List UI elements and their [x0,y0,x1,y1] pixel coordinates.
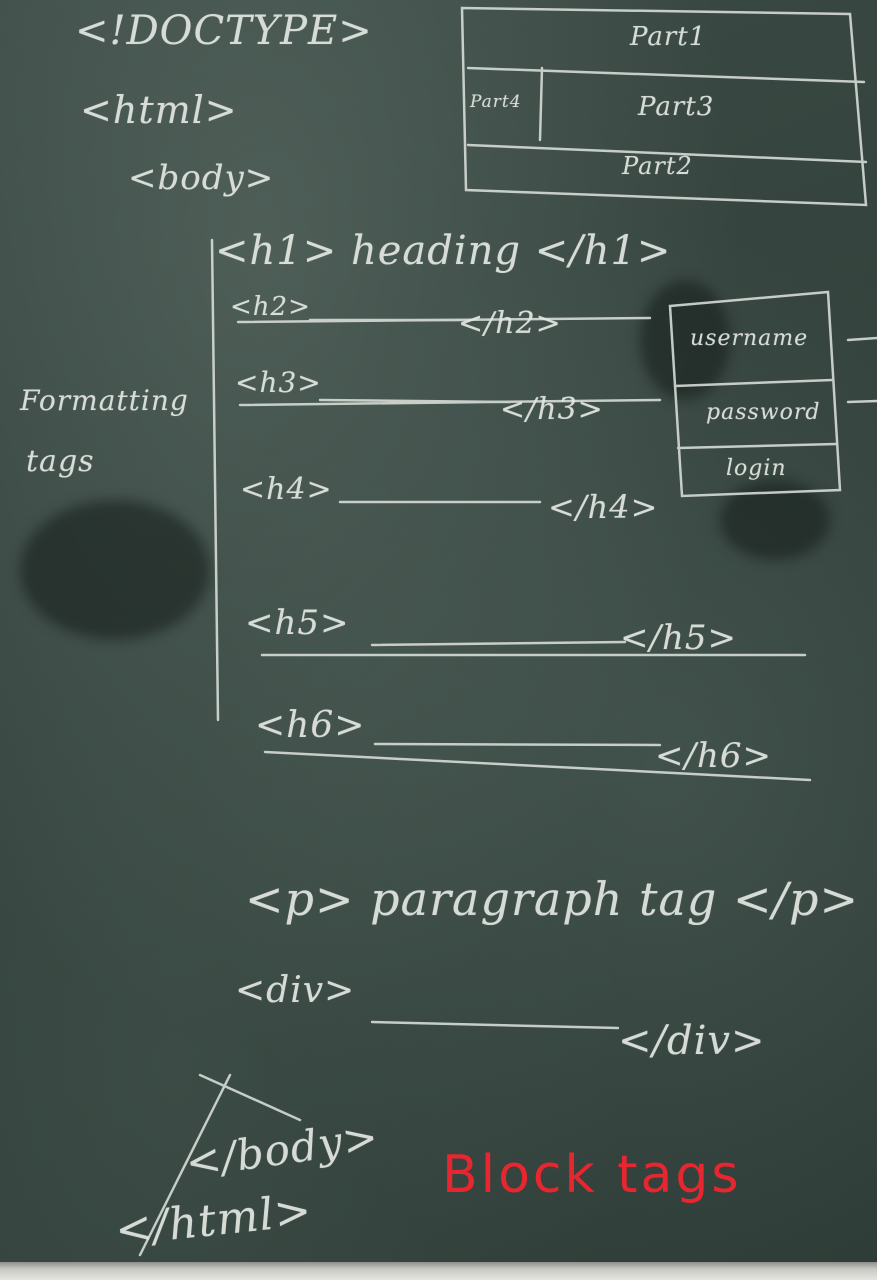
formatting-label: Formatting [20,384,189,417]
part2-label: Part2 [622,152,693,180]
username-field-label: username [690,326,809,351]
part3-label: Part3 [638,92,715,122]
h3-open-text: <h3> [235,366,322,399]
h6-open-text: <h6> [255,705,366,746]
chalk-ledge [0,1262,877,1280]
div-close-text: </div> [618,1018,766,1064]
h2-open-text: <h2> [230,292,311,322]
h3-close-text: </h3> [500,392,604,427]
h6-close-text: </h6> [655,736,772,776]
h4-open-text: <h4> [240,472,333,507]
h2-close-text: </h2> [458,306,562,341]
tags-label: tags [26,444,95,479]
eraser-smudge [640,280,730,400]
part4-label: Part4 [470,92,522,112]
h4-close-text: </h4> [548,488,659,526]
login-button-label: login [726,456,787,481]
eraser-smudge [20,500,210,640]
doctype-text: <!DOCTYPE> [75,8,373,54]
paragraph-text: <p> paragraph tag </p> [245,872,860,926]
part1-label: Part1 [630,22,707,52]
html-open-text: <html> [80,88,238,132]
block-tags-caption: Block tags [442,1145,742,1205]
div-open-text: <div> [235,970,356,1011]
body-open-text: <body> [128,158,275,198]
password-field-label: password [706,400,821,425]
h5-open-text: <h5> [245,603,350,643]
h5-close-text: </h5> [620,618,737,658]
h1-heading-text: <h1> heading </h1> [215,228,672,274]
